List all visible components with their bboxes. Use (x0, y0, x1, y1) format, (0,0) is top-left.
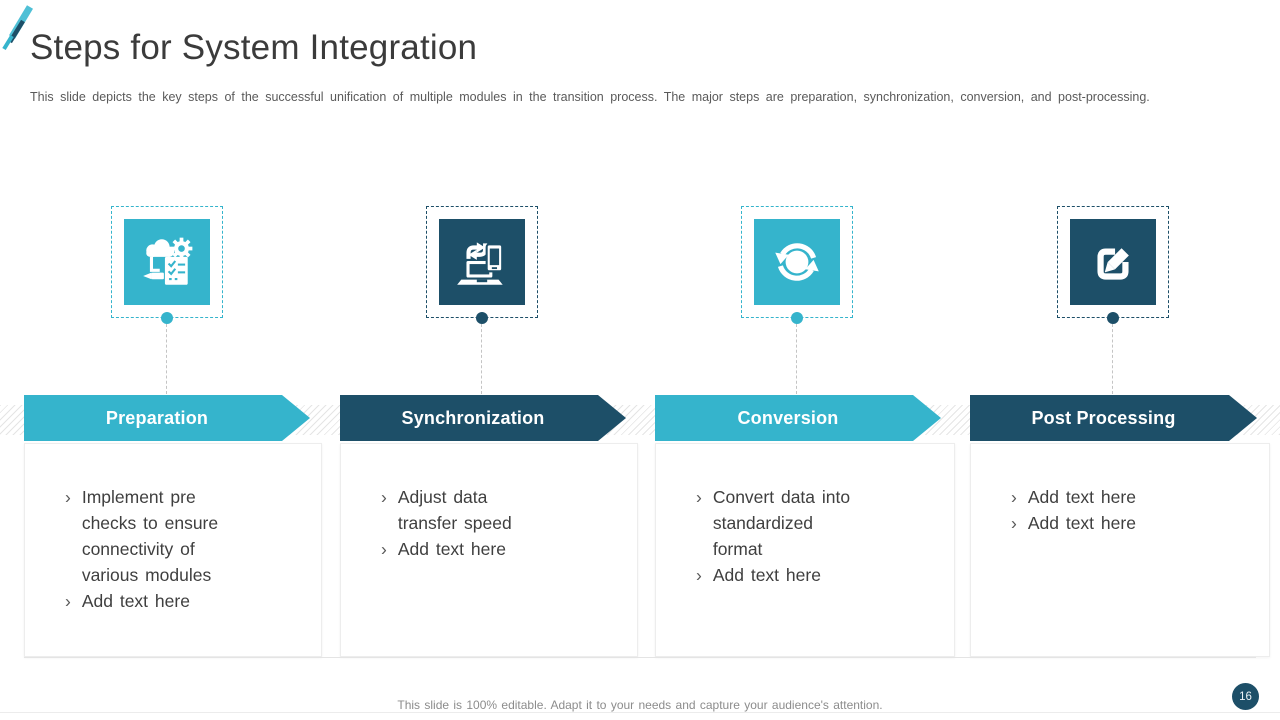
bullet-text: Convert data into standardized format (712, 487, 851, 559)
chevron-bullet-icon: › (696, 565, 702, 585)
step2-connector-line (481, 324, 482, 394)
step3-banner: Conversion (655, 395, 941, 441)
list-item: › Add text here (1011, 510, 1249, 536)
step1-banner-label: Preparation (105, 407, 209, 428)
step1-icon-square (124, 219, 210, 305)
refresh-cycle-icon (775, 243, 819, 281)
list-item: › Implement pre checks to ensure connecti… (65, 484, 301, 588)
step2-icon-box (426, 206, 538, 318)
chevron-bullet-icon: › (1011, 513, 1017, 533)
content-bottom-rule (24, 657, 1256, 658)
step2-banner-label: Synchronization (401, 407, 545, 428)
step4-icon-square (1070, 219, 1156, 305)
step2-bullet-list: › Adjust data transfer speed › Add text he… (381, 484, 617, 562)
chevron-bullet-icon: › (381, 487, 387, 507)
step1-connector-line (166, 324, 167, 394)
chevron-bullet-icon: › (65, 487, 71, 507)
step2-icon-square (439, 219, 525, 305)
bullet-text: Implement pre checks to ensure connectiv… (81, 487, 219, 585)
bullet-text: Add text here (397, 539, 506, 559)
step4-banner: Post Processing (970, 395, 1257, 441)
bullet-text: Add text here (81, 591, 190, 611)
chevron-bullet-icon: › (1011, 487, 1017, 507)
list-item: › Add text here (696, 562, 934, 588)
step3-icon-square (754, 219, 840, 305)
bullet-text: Add text here (1027, 513, 1136, 533)
device-sync-icon (457, 242, 504, 285)
list-item: › Add text here (65, 588, 301, 614)
page-number-badge: 16 (1232, 683, 1259, 710)
step3-icon-box (741, 206, 853, 318)
step2-banner: Synchronization (340, 395, 626, 441)
list-item: › Adjust data transfer speed (381, 484, 617, 536)
step4-connector-dot (1107, 312, 1119, 324)
footer-note: This slide is 100% editable. Adapt it to… (397, 698, 883, 712)
step4-card: › Add text here › Add text here (970, 443, 1270, 657)
step3-bullet-list: › Convert data into standardized format ›… (696, 484, 934, 588)
step4-connector-line (1112, 324, 1113, 394)
list-item: › Add text here (381, 536, 617, 562)
step4-icon-box (1057, 206, 1169, 318)
page-title: Steps for System Integration (30, 28, 478, 67)
step1-bullet-list: › Implement pre checks to ensure connecti… (65, 484, 301, 614)
chevron-bullet-icon: › (696, 487, 702, 507)
step1-icon-box (111, 206, 223, 318)
cloud-gear-checklist-icon (143, 237, 193, 285)
step2-card: › Adjust data transfer speed › Add text he… (340, 443, 638, 657)
list-item: › Add text here (1011, 484, 1249, 510)
step3-connector-line (796, 324, 797, 394)
corner-slashes-decoration (2, 5, 34, 51)
slide-bottom-rule (0, 712, 1280, 713)
bullet-text: Add text here (712, 565, 821, 585)
step1-card: › Implement pre checks to ensure connecti… (24, 443, 322, 657)
chevron-bullet-icon: › (65, 591, 71, 611)
step4-bullet-list: › Add text here › Add text here (1011, 484, 1249, 536)
edit-compose-icon (1097, 248, 1129, 280)
step3-banner-label: Conversion (737, 407, 839, 428)
chevron-bullet-icon: › (381, 539, 387, 559)
step1-connector-dot (161, 312, 173, 324)
step3-connector-dot (791, 312, 803, 324)
bullet-text: Adjust data transfer speed (397, 487, 512, 533)
bullet-text: Add text here (1027, 487, 1136, 507)
page-subtitle: This slide depicts the key steps of the … (30, 90, 1150, 104)
step2-connector-dot (476, 312, 488, 324)
step1-banner: Preparation (24, 395, 310, 441)
list-item: › Convert data into standardized format (696, 484, 934, 562)
step3-card: › Convert data into standardized format ›… (655, 443, 955, 657)
step4-banner-label: Post Processing (1031, 407, 1176, 428)
